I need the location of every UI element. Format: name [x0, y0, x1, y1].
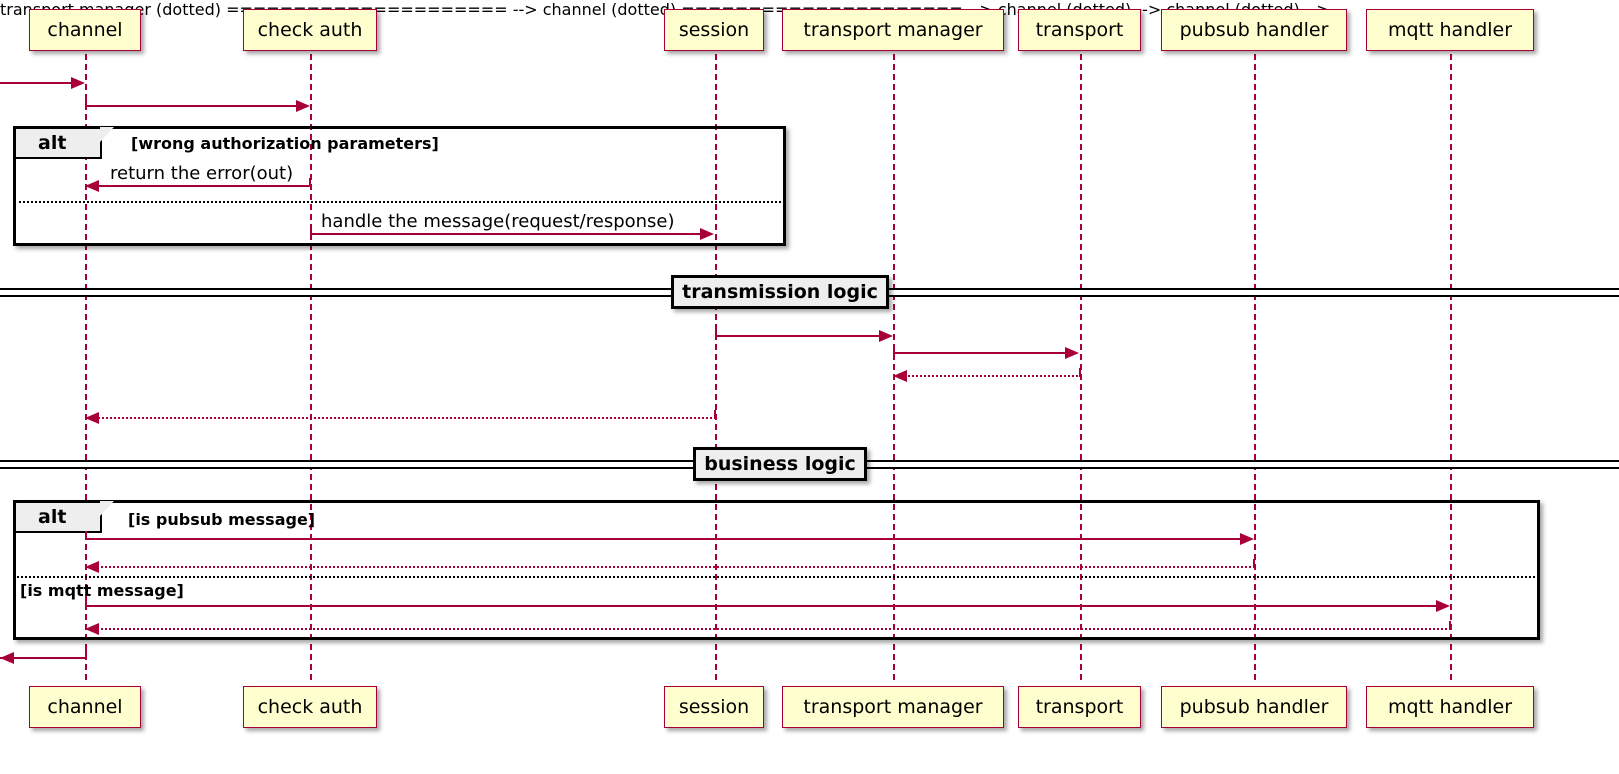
message-arrowhead-m2: [85, 180, 99, 192]
participant-label: session: [678, 19, 750, 41]
message-line-m12: [0, 657, 86, 659]
participant-label: check auth: [257, 696, 363, 718]
participant-session-bottom[interactable]: session: [664, 686, 764, 728]
group-tab-alt-auth: alt: [16, 127, 114, 159]
lifeline-channel: [85, 54, 87, 680]
message-arrowhead-m6: [893, 370, 907, 382]
message-arrowhead-m7: [85, 412, 99, 424]
message-line-m5: [893, 352, 1067, 354]
group-else-divider-alt-auth: [14, 201, 785, 203]
lifeline-mqtt-handler: [1450, 54, 1452, 680]
participant-label: session: [678, 696, 750, 718]
separator-box-transmission: transmission logic: [671, 275, 889, 309]
group-keyword-label: alt: [38, 132, 67, 154]
message-arrowhead-m11: [85, 623, 99, 635]
group-condition-alt-auth-primary: [wrong authorization parameters]: [131, 134, 439, 153]
lifeline-transport: [1080, 54, 1082, 680]
participant-label: transport manager: [803, 696, 983, 718]
participant-label: pubsub handler: [1179, 696, 1329, 718]
message-line-m7: [85, 417, 716, 419]
message-arrowhead-m8: [1240, 533, 1254, 545]
message-arrowhead-m12: [0, 652, 14, 664]
lifeline-transport-manager: [893, 54, 895, 680]
separator-line-left-business: [0, 460, 694, 469]
participant-transport-manager-bottom[interactable]: transport manager: [782, 686, 1004, 728]
group-frame-alt-auth: [13, 126, 786, 246]
group-else-divider-alt-handler: [14, 576, 1539, 578]
message-label-m3: handle the message(request/response): [321, 211, 675, 232]
message-line-m3: [310, 233, 702, 235]
message-stub-m11: [1449, 621, 1451, 630]
group-keyword-label: alt: [38, 506, 67, 528]
message-line-m1: [85, 105, 299, 107]
message-stub-m1: [85, 98, 87, 106]
participant-channel-bottom[interactable]: channel: [29, 686, 141, 728]
message-stub-m12: [85, 650, 87, 659]
message-stub-m9: [1253, 559, 1255, 568]
participant-label: transport: [1035, 696, 1124, 718]
participant-pubsub-handler-bottom[interactable]: pubsub handler: [1161, 686, 1347, 728]
message-arrowhead-m1: [296, 100, 310, 112]
lifeline-check-auth: [310, 54, 312, 680]
message-stub-m2: [309, 178, 311, 187]
participant-label: check auth: [257, 19, 363, 41]
group-condition-alt-handler-primary: [is pubsub message]: [128, 510, 316, 529]
separator-label: transmission logic: [682, 281, 878, 303]
participant-check-auth-top[interactable]: check auth: [243, 9, 377, 51]
lifeline-pubsub-handler: [1254, 54, 1256, 680]
participant-label: transport: [1035, 19, 1124, 41]
participant-transport-manager-top[interactable]: transport manager: [782, 9, 1004, 51]
participant-label: mqtt handler: [1387, 19, 1513, 41]
message-line-m6: [893, 375, 1081, 377]
message-line-m9: [85, 566, 1255, 568]
message-stub-m4: [715, 328, 717, 337]
message-arrowhead-m0: [71, 77, 85, 89]
message-stub-m6: [1079, 368, 1081, 377]
message-stub-m7: [714, 410, 716, 419]
separator-line-left-transmission: [0, 288, 672, 297]
message-line-m4: [715, 335, 881, 337]
participant-label: channel: [47, 19, 123, 41]
participant-transport-top[interactable]: transport: [1018, 9, 1141, 51]
separator-label: business logic: [704, 453, 856, 475]
separator-line-right-transmission: [888, 288, 1619, 297]
message-arrowhead-m9: [85, 561, 99, 573]
message-arrowhead-m3: [700, 228, 714, 240]
group-condition-alt-handler-else: [is mqtt message]: [20, 581, 184, 600]
participant-check-auth-bottom[interactable]: check auth: [243, 686, 377, 728]
separator-line-right-business: [866, 460, 1619, 469]
participant-label: mqtt handler: [1387, 696, 1513, 718]
participant-label: transport manager: [803, 19, 983, 41]
participant-label: pubsub handler: [1179, 19, 1329, 41]
lifeline-session: [715, 54, 717, 680]
separator-box-business: business logic: [693, 447, 867, 481]
message-stub-m8: [85, 531, 87, 540]
message-stub-m10: [85, 598, 87, 607]
message-arrowhead-m5: [1065, 347, 1079, 359]
group-frame-alt-handler: [13, 500, 1540, 640]
participant-mqtt-handler-bottom[interactable]: mqtt handler: [1366, 686, 1534, 728]
message-line-m2: [85, 185, 311, 187]
participant-channel-top[interactable]: channel: [29, 9, 141, 51]
participant-transport-bottom[interactable]: transport: [1018, 686, 1141, 728]
participant-mqtt-handler-top[interactable]: mqtt handler: [1366, 9, 1534, 51]
participant-session-top[interactable]: session: [664, 9, 764, 51]
message-line-m0: [0, 82, 74, 84]
message-stub-m5: [893, 345, 895, 354]
participant-pubsub-handler-top[interactable]: pubsub handler: [1161, 9, 1347, 51]
message-line-m11: [85, 628, 1451, 630]
message-line-m10: [85, 605, 1437, 607]
participant-label: channel: [47, 696, 123, 718]
message-line-m8: [85, 538, 1241, 540]
message-stub-m3: [310, 226, 312, 235]
group-tab-alt-handler: alt: [16, 501, 114, 533]
message-arrowhead-m4: [879, 330, 893, 342]
message-label-m2: return the error(out): [110, 163, 294, 184]
message-arrowhead-m10: [1436, 600, 1450, 612]
